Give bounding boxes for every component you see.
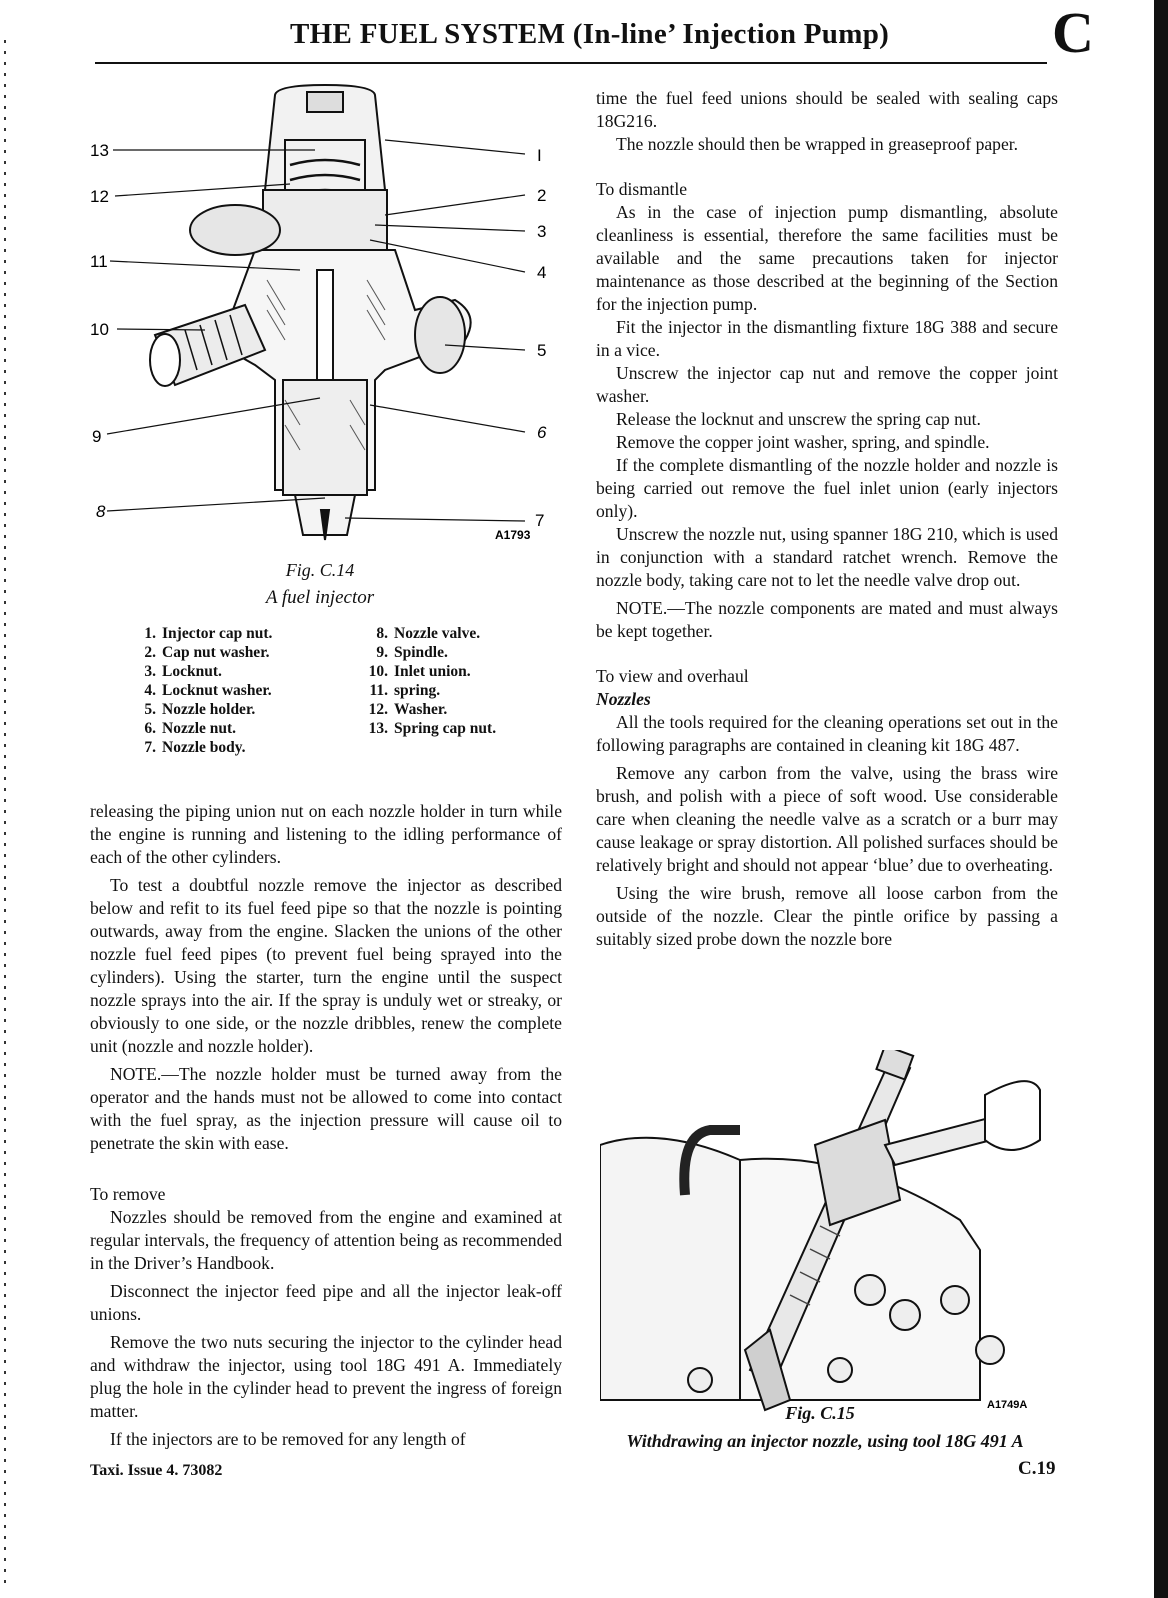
paragraph: Disconnect the injector feed pipe and al…: [90, 1281, 562, 1324]
legend-item: 13.Spring cap nut.: [368, 720, 497, 737]
left-column: releasing the piping union nut on each n…: [90, 800, 562, 1451]
legend-item: 12.Washer.: [368, 701, 448, 718]
footer-issue: Taxi. Issue 4. 73082: [90, 1462, 223, 1479]
injector-body: [149, 83, 472, 541]
callout-6: 6: [537, 423, 547, 442]
legend-item: 1.Injector cap nut.: [144, 625, 273, 642]
title-rule: [95, 62, 1047, 64]
legend-item: 4.Locknut washer.: [144, 682, 272, 699]
paragraph: Unscrew the nozzle nut, using spanner 18…: [596, 524, 1058, 590]
figure-14-label: Fig. C.14: [285, 560, 355, 580]
figure-ref-code: A1749A: [987, 1399, 1027, 1411]
scan-edge-right: [1154, 0, 1168, 1598]
injector-withdrawal-illustration: A1749A: [600, 1050, 1041, 1412]
callout-5: 5: [537, 341, 546, 360]
legend-item: 6.Nozzle nut.: [144, 720, 237, 737]
leader-lines: [106, 139, 526, 522]
paragraph: time the fuel feed unions should be seal…: [596, 88, 1058, 131]
legend-item: 11.spring.: [369, 682, 441, 699]
section-letter: C: [1052, 0, 1094, 65]
legend-item: 9.Spindle.: [376, 644, 448, 661]
legend-item: 2.Cap nut washer.: [144, 644, 270, 661]
paragraph: To test a doubtful nozzle remove the inj…: [90, 875, 562, 1056]
figure-ref-code: A1793: [495, 528, 531, 542]
figure-15-label: Fig. C.15: [785, 1403, 855, 1423]
paragraph: If the injectors are to be removed for a…: [110, 1429, 466, 1449]
engine-block: [600, 1136, 741, 1401]
paragraph: Release the locknut and unscrew the spri…: [616, 409, 981, 429]
legend-item: 5.Nozzle holder.: [144, 701, 256, 718]
callout-13: 13: [90, 141, 109, 160]
paragraph: As in the case of injection pump dismant…: [596, 202, 1058, 314]
paragraph: Remove the two nuts securing the injecto…: [90, 1332, 562, 1421]
tool-body: [813, 1118, 902, 1227]
paragraph: Unscrew the injector cap nut and remove …: [596, 363, 1058, 406]
feed-pipe: [679, 1125, 740, 1196]
note-paragraph: NOTE.––The nozzle components are mated a…: [596, 598, 1058, 641]
callout-12: 12: [90, 187, 109, 206]
legend-item: 10.Inlet union.: [368, 663, 471, 680]
paragraph: Remove any carbon from the valve, using …: [596, 763, 1058, 875]
subheading-to-remove: To remove: [90, 1184, 166, 1204]
callout-2: 2: [537, 186, 546, 205]
hatching: [266, 279, 386, 451]
note-paragraph: NOTE.—The nozzle holder must be turned a…: [90, 1064, 562, 1153]
paragraph: Fit the injector in the dismantling fixt…: [596, 317, 1058, 360]
callout-numbers: 13 12 11 10 9 8 I 2 3 4 5 6 7 A1793: [90, 141, 547, 542]
subheading-to-dismantle: To dismantle: [596, 179, 688, 199]
subheading-view-overhaul: To view and overhaul: [596, 666, 749, 686]
legend-item: 7.Nozzle body.: [144, 739, 246, 756]
fuel-injector-illustration: 13 12 11 10 9 8 I 2 3 4 5 6 7 A1793: [90, 83, 547, 542]
page-number: C.19: [1018, 1458, 1056, 1479]
injector-nozzle: [743, 1328, 792, 1412]
figure-14-title: A fuel injector: [265, 587, 375, 608]
callout-1: I: [537, 146, 542, 165]
page-title: THE FUEL SYSTEM (In-line’ Injection Pump…: [290, 18, 890, 50]
subheading-nozzles: Nozzles: [596, 689, 651, 709]
callout-9: 9: [92, 427, 101, 446]
callout-3: 3: [537, 222, 546, 241]
legend-item: 3.Locknut.: [144, 663, 222, 680]
figure-15-title: Withdrawing an injector nozzle, using to…: [626, 1431, 1024, 1451]
paragraph: The nozzle should then be wrapped in gre…: [616, 134, 1019, 154]
paragraph: If the complete dismantling of the nozzl…: [596, 455, 1058, 521]
paragraph: Nozzles should be removed from the engin…: [90, 1207, 562, 1273]
paragraph: Remove the copper joint washer, spring, …: [616, 432, 990, 452]
scan-edge-left: [4, 40, 6, 1590]
callout-7: 7: [535, 511, 544, 530]
legend-item: 8.Nozzle valve.: [376, 625, 481, 642]
callout-10: 10: [90, 320, 109, 339]
paragraph: releasing the piping union nut on each n…: [90, 801, 562, 867]
callout-8: 8: [96, 502, 106, 521]
callout-11: 11: [90, 252, 108, 271]
callout-4: 4: [537, 263, 546, 282]
paragraph: Using the wire brush, remove all loose c…: [596, 883, 1058, 949]
hand: [984, 1080, 1041, 1151]
right-column: time the fuel feed unions should be seal…: [596, 87, 1058, 951]
paragraph: All the tools required for the cleaning …: [596, 712, 1058, 755]
